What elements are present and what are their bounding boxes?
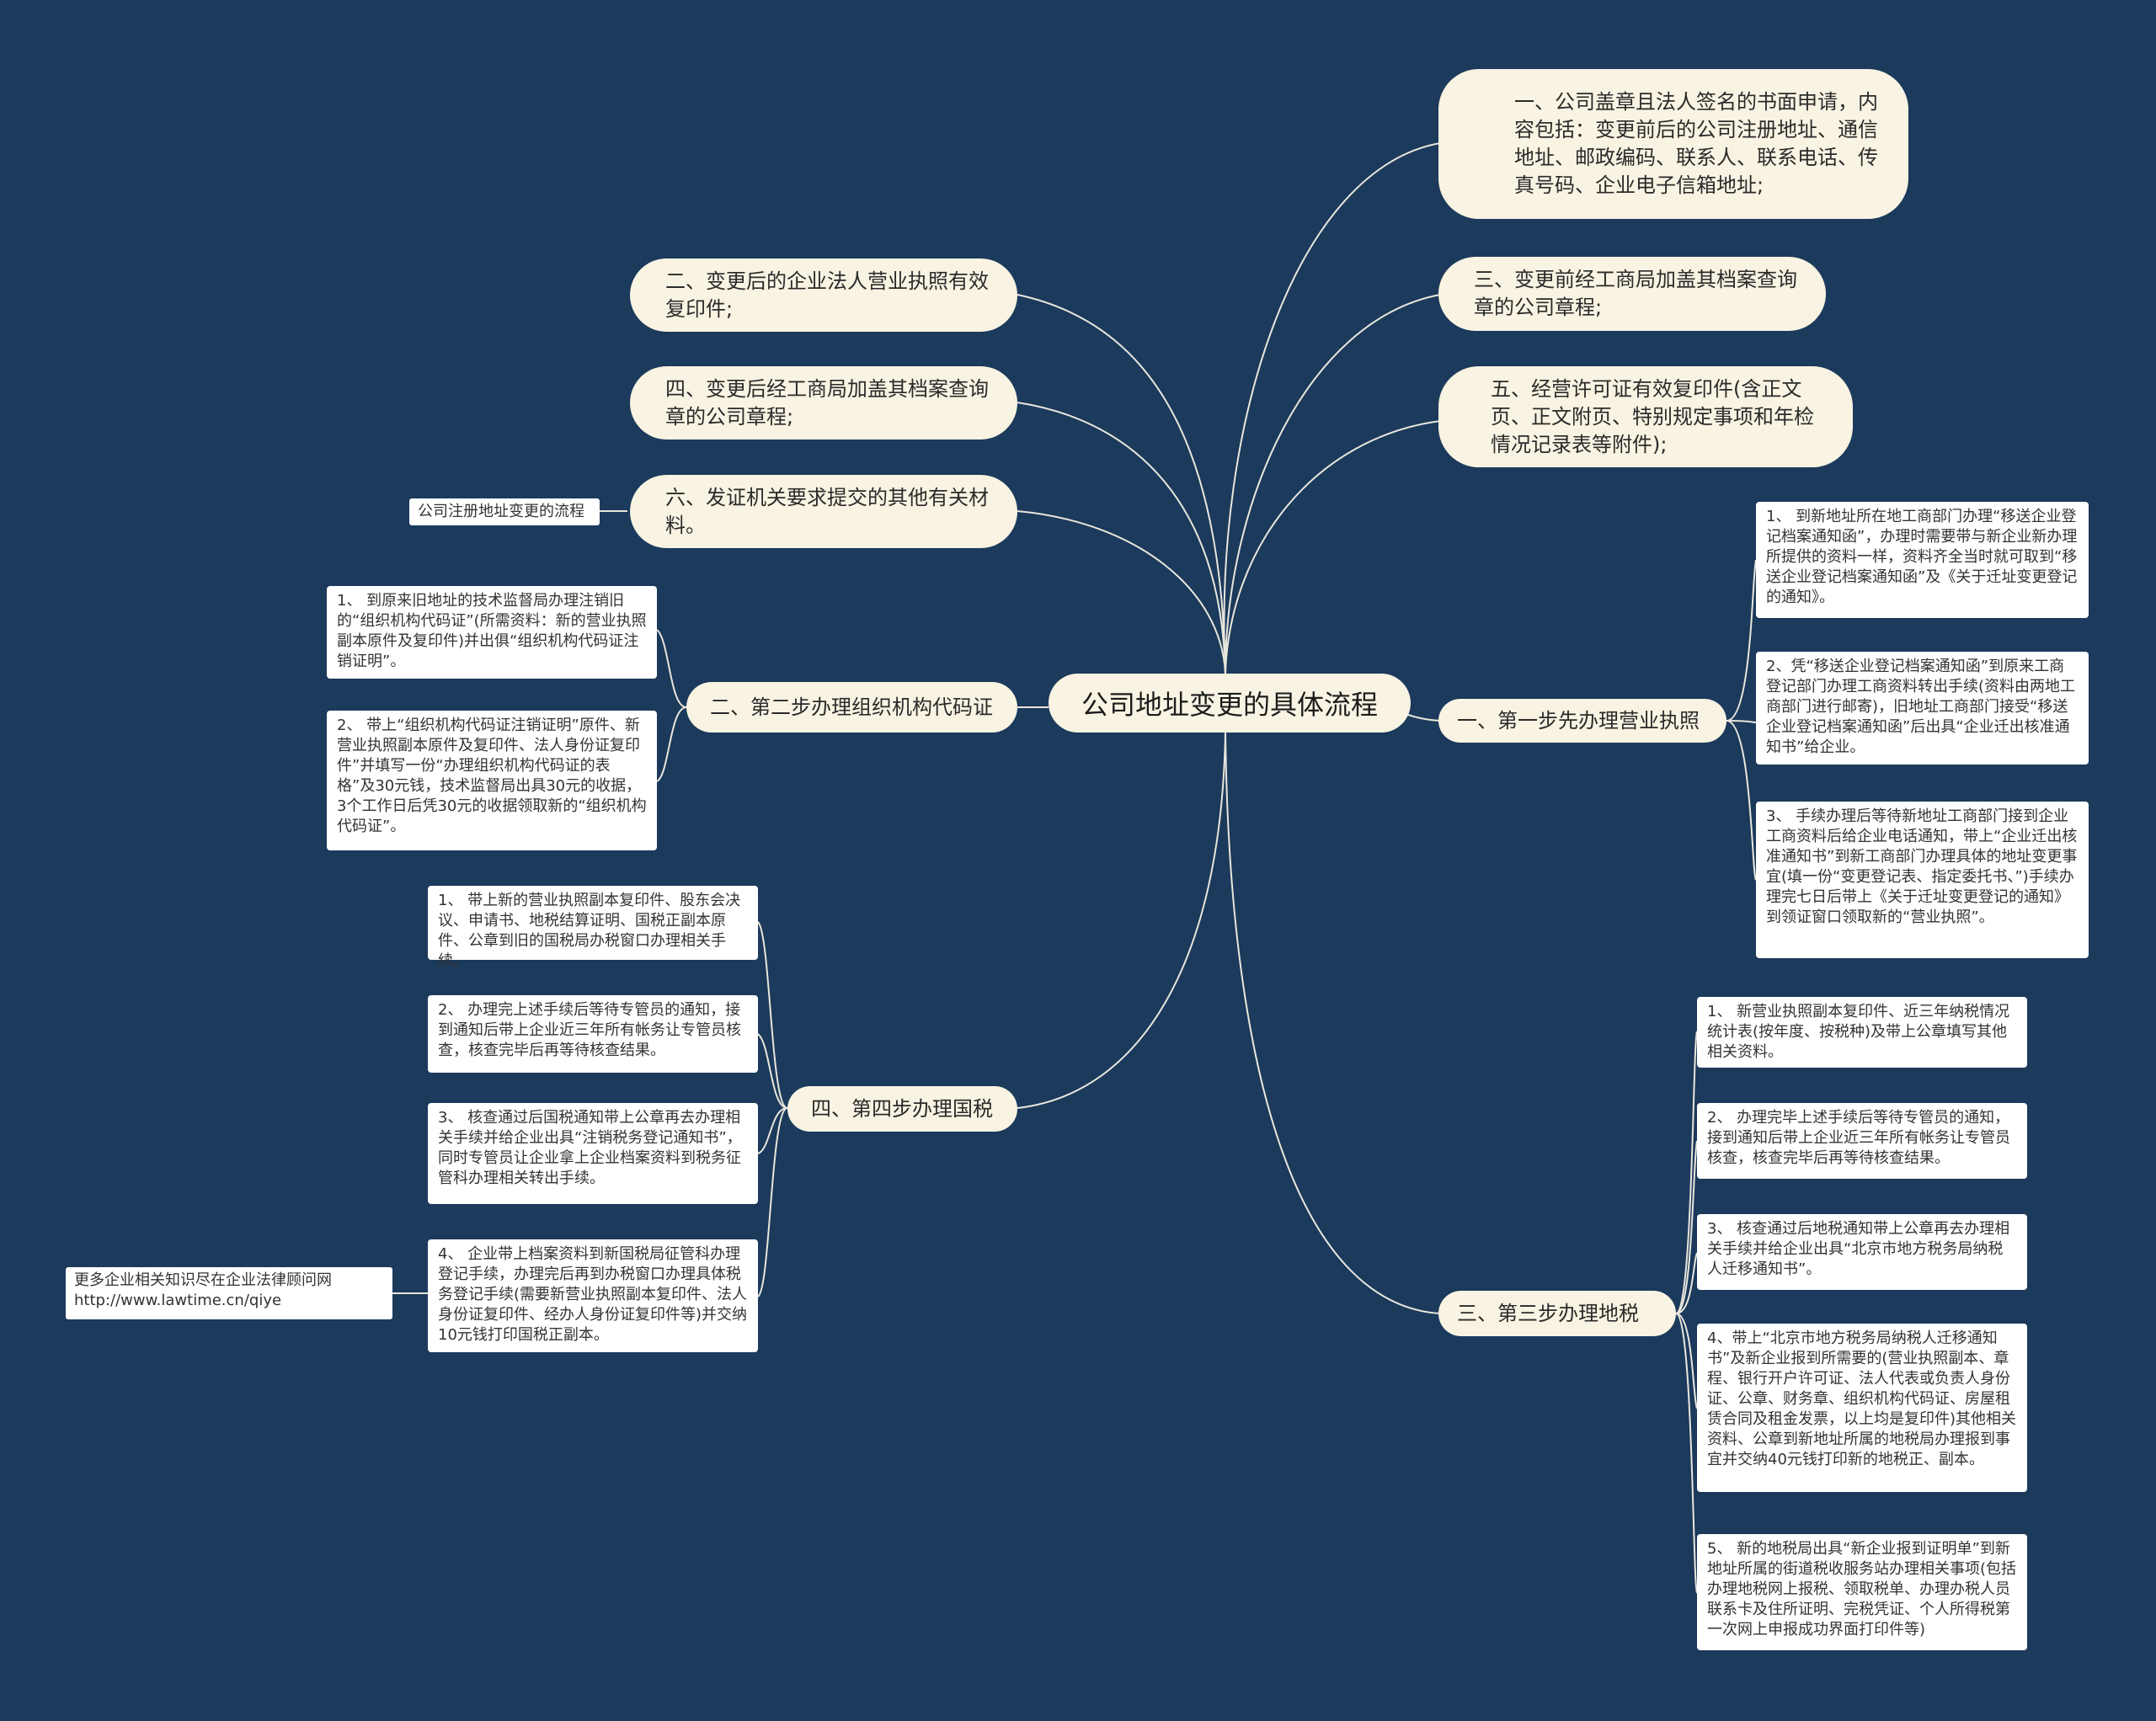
process-label-text: 公司注册地址变更的流程	[418, 503, 584, 520]
step4-node: 四、第四步办理国税	[787, 1086, 1017, 1132]
step2-item-1-text: 1、 到原来旧地址的技术监督局办理注销旧的“组织机构代码证”(所需资料：新的营业…	[337, 592, 647, 670]
step1-label: 一、第一步先办理营业执照	[1457, 708, 1700, 733]
step3-item-3: 3、 核查通过后地税通知带上公章再去办理相关手续并给企业出具“北京市地方税务局纳…	[1697, 1214, 2027, 1290]
step4-item-2: 2、 办理完上述手续后等待专管员的通知，接到通知后带上企业近三年所有帐务让专管员…	[428, 995, 758, 1073]
more-info-label[interactable]: 更多企业相关知识尽在企业法律顾问网http://www.lawtime.cn/q…	[66, 1267, 392, 1319]
step4-item-2-text: 2、 办理完上述手续后等待专管员的通知，接到通知后带上企业近三年所有帐务让专管员…	[438, 1001, 741, 1059]
step3-item-2: 2、 办理完毕上述手续后等待专管员的通知，接到通知后带上企业近三年所有帐务让专管…	[1697, 1103, 2027, 1179]
step1-item-1: 1、 到新地址所在地工商部门办理“移送企业登记档案通知函”，办理时需要带与新企业…	[1756, 502, 2089, 618]
step1-item-3-text: 3、 手续办理后等待新地址工商部门接到企业工商资料后给企业电话通知，带上“企业迁…	[1766, 807, 2078, 926]
process-label: 公司注册地址变更的流程	[409, 498, 600, 525]
step4-label: 四、第四步办理国税	[811, 1096, 993, 1121]
requirement-l2: 四、变更后经工商局加盖其档案查询章的公司章程;	[630, 366, 1017, 440]
step2-item-1: 1、 到原来旧地址的技术监督局办理注销旧的“组织机构代码证”(所需资料：新的营业…	[327, 586, 657, 679]
step3-item-4-text: 4、带上“北京市地方税务局纳税人迁移通知书”及新企业报到所需要的(营业执照副本、…	[1707, 1329, 2017, 1468]
step3-item-2-text: 2、 办理完毕上述手续后等待专管员的通知，接到通知后带上企业近三年所有帐务让专管…	[1707, 1109, 2010, 1167]
step3-label: 三、第三步办理地税	[1457, 1301, 1639, 1325]
step4-item-4: 4、 企业带上档案资料到新国税局征管科办理登记手续，办理完后再到办税窗口办理具体…	[428, 1239, 758, 1352]
requirement-l3: 六、发证机关要求提交的其他有关材料。	[630, 475, 1017, 548]
requirement-r3-text: 五、经营许可证有效复印件(含正文页、正文附页、特别规定事项和年检情况记录表等附件…	[1491, 376, 1814, 456]
center-title: 公司地址变更的具体流程	[1081, 689, 1378, 721]
requirement-r2: 三、变更前经工商局加盖其档案查询章的公司章程;	[1438, 257, 1826, 331]
step1-item-3: 3、 手续办理后等待新地址工商部门接到企业工商资料后给企业电话通知，带上“企业迁…	[1756, 802, 2089, 958]
step3-item-3-text: 3、 核查通过后地税通知带上公章再去办理相关手续并给企业出具“北京市地方税务局纳…	[1707, 1220, 2010, 1278]
step3-item-1-text: 1、 新营业执照副本复印件、近三年纳税情况统计表(按年度、按税种)及带上公章填写…	[1707, 1003, 2010, 1061]
requirement-l1-text: 二、变更后的企业法人营业执照有效复印件;	[665, 269, 989, 321]
requirement-r2-text: 三、变更前经工商局加盖其档案查询章的公司章程;	[1474, 268, 1797, 319]
step3-item-1: 1、 新营业执照副本复印件、近三年纳税情况统计表(按年度、按税种)及带上公章填写…	[1697, 997, 2027, 1068]
step3-node: 三、第三步办理地税	[1438, 1291, 1676, 1336]
step3-item-5-text: 5、 新的地税局出具“新企业报到证明单”到新地址所属的街道税收服务站办理相关事项…	[1707, 1540, 2017, 1638]
step1-item-2: 2、凭“移送企业登记档案通知函”到原来工商登记部门办理工商资料转出手续(资料由两…	[1756, 652, 2089, 765]
requirement-r3: 五、经营许可证有效复印件(含正文页、正文附页、特别规定事项和年检情况记录表等附件…	[1438, 366, 1853, 467]
requirement-l2-text: 四、变更后经工商局加盖其档案查询章的公司章程;	[665, 376, 989, 429]
step2-label: 二、第二步办理组织机构代码证	[710, 695, 993, 719]
step3-item-5: 5、 新的地税局出具“新企业报到证明单”到新地址所属的街道税收服务站办理相关事项…	[1697, 1534, 2027, 1650]
step2-item-2: 2、 带上“组织机构代码证注销证明”原件、新营业执照副本原件及复印件、法人身份证…	[327, 711, 657, 850]
center-topic: 公司地址变更的具体流程	[1049, 674, 1411, 733]
more-info-text: 更多企业相关知识尽在企业法律顾问网http://www.lawtime.cn/q…	[74, 1271, 332, 1309]
step3-item-4: 4、带上“北京市地方税务局纳税人迁移通知书”及新企业报到所需要的(营业执照副本、…	[1697, 1324, 2027, 1492]
step4-item-1-text: 1、 带上新的营业执照副本复印件、股东会决议、申请书、地税结算证明、国税正副本原…	[438, 892, 741, 970]
step4-item-1: 1、 带上新的营业执照副本复印件、股东会决议、申请书、地税结算证明、国税正副本原…	[428, 886, 758, 970]
requirement-r1: 一、公司盖章且法人签名的书面申请，内容包括：变更前后的公司注册地址、通信地址、邮…	[1438, 69, 1908, 219]
requirement-l1: 二、变更后的企业法人营业执照有效复印件;	[630, 258, 1017, 332]
step4-item-4-text: 4、 企业带上档案资料到新国税局征管科办理登记手续，办理完后再到办税窗口办理具体…	[438, 1245, 748, 1344]
step2-node: 二、第二步办理组织机构代码证	[686, 682, 1017, 733]
requirement-l3-text: 六、发证机关要求提交的其他有关材料。	[665, 485, 989, 537]
step4-item-3-text: 3、 核查通过后国税通知带上公章再去办理相关手续并给企业出具“注销税务登记通知书…	[438, 1109, 742, 1187]
step1-node: 一、第一步先办理营业执照	[1438, 699, 1726, 743]
step1-item-1-text: 1、 到新地址所在地工商部门办理“移送企业登记档案通知函”，办理时需要带与新企业…	[1766, 508, 2078, 606]
step4-item-3: 3、 核查通过后国税通知带上公章再去办理相关手续并给企业出具“注销税务登记通知书…	[428, 1103, 758, 1204]
step1-item-2-text: 2、凭“移送企业登记档案通知函”到原来工商登记部门办理工商资料转出手续(资料由两…	[1766, 658, 2076, 756]
requirement-r1-text: 一、公司盖章且法人签名的书面申请，内容包括：变更前后的公司注册地址、通信地址、邮…	[1514, 90, 1878, 197]
step2-item-2-text: 2、 带上“组织机构代码证注销证明”原件、新营业执照副本原件及复印件、法人身份证…	[337, 717, 647, 835]
